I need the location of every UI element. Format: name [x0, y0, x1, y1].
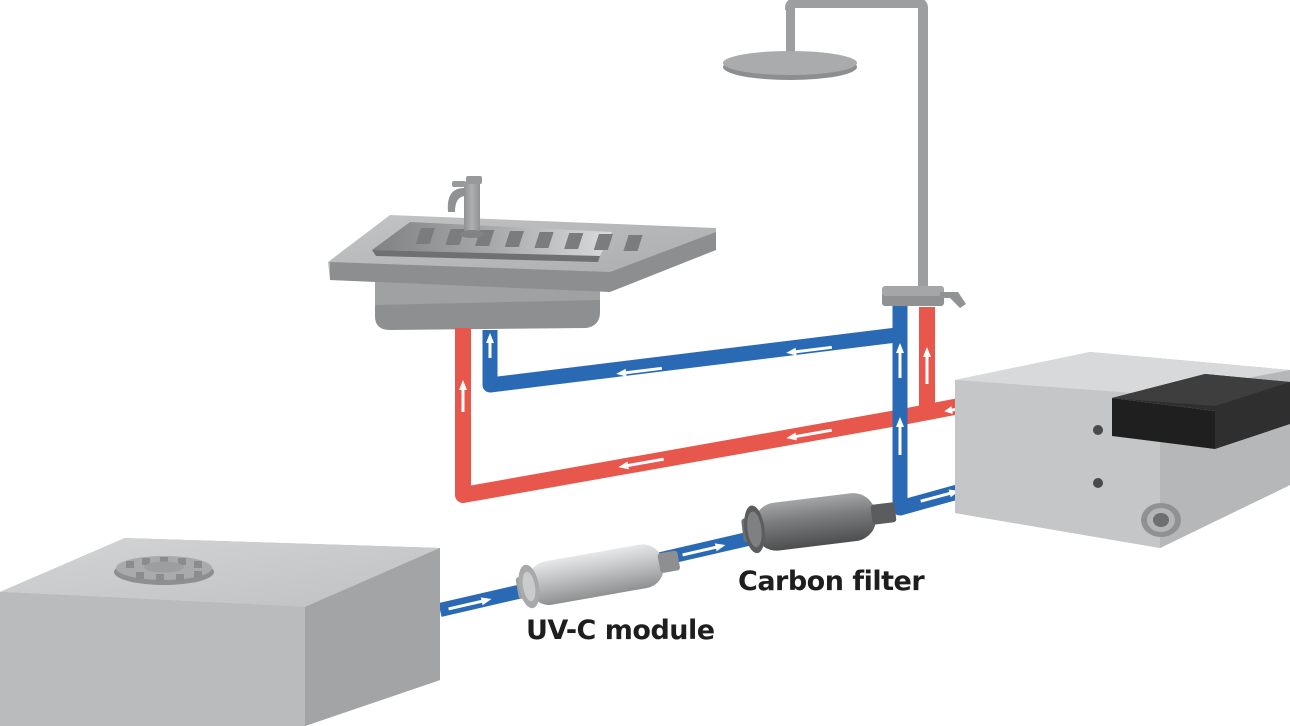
arrow-icon: [786, 345, 833, 356]
arrow-icon: [616, 366, 663, 377]
boiler-icon: [955, 352, 1290, 548]
arrow-icon: [920, 489, 960, 503]
carbon-filter-label: Carbon filter: [738, 566, 925, 597]
arrow-icon: [682, 543, 726, 557]
uv-c-module-label: UV-C module: [526, 615, 715, 646]
arrow-icon: [618, 457, 664, 470]
faucet-icon: [447, 176, 484, 238]
tank-icon: [0, 538, 440, 726]
arrow-icon: [896, 417, 904, 455]
arrow-icon: [486, 333, 494, 358]
arrow-icon: [923, 347, 931, 384]
arrow-icon: [459, 380, 467, 412]
shower-mixer-icon: [882, 286, 966, 308]
uv-c-module-icon: [515, 544, 680, 609]
carbon-filter-icon: [741, 493, 897, 554]
shower-head-icon: [723, 0, 928, 290]
arrow-icon: [448, 597, 492, 611]
sink-icon: [328, 215, 716, 330]
arrow-icon: [786, 428, 832, 441]
flow-arrows: [448, 333, 973, 611]
arrow-icon: [896, 343, 904, 378]
